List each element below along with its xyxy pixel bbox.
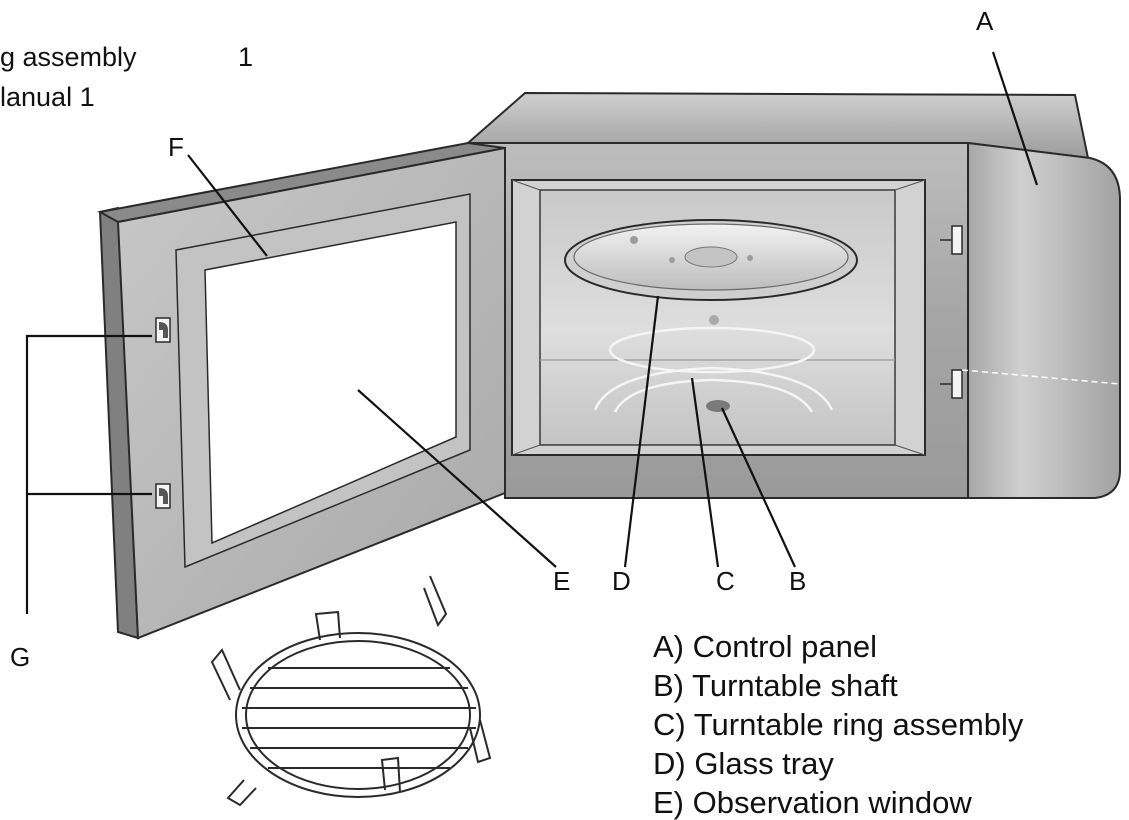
leader-d [623,295,660,568]
door-latch-lower [155,483,171,509]
callout-d: D [612,566,631,596]
header-line-2: lanual 1 [0,82,95,112]
header-line-1-count: 1 [238,42,254,72]
observation-window [204,221,457,545]
wire-rack [210,575,492,807]
header-line-1: g assembly [0,44,137,71]
glass-tray [564,219,858,325]
leader-f [187,154,268,257]
leader-g [25,334,152,614]
callout-b: B [789,566,807,596]
leader-b [721,407,796,568]
leader-lines [25,51,1039,614]
latch-slot-lower [951,369,963,399]
legend-item-c: C) Turntable ring assembly [653,707,1024,742]
callout-c: C [716,566,735,596]
oven-door [97,141,506,640]
header-line-1-text: g assembly [0,42,137,72]
turntable-shaft [706,400,730,412]
leader-c [690,377,720,568]
legend-item-e: E) Observation window [653,785,972,820]
legend-item-b: B) Turntable shaft [653,668,898,703]
turntable-ring [593,326,834,413]
oven-body [465,91,1121,499]
leader-a [991,51,1039,186]
callout-g: G [10,642,31,672]
callout-f: F [168,132,184,162]
control-panel [967,141,1121,499]
callout-a: A [976,6,994,36]
callout-e: E [553,566,571,596]
legend-item-a: A) Control panel [653,629,878,664]
door-latch-upper [155,317,171,343]
legend-item-d: D) Glass tray [653,746,834,781]
leader-e [357,389,557,568]
latch-slot-upper [951,225,963,255]
